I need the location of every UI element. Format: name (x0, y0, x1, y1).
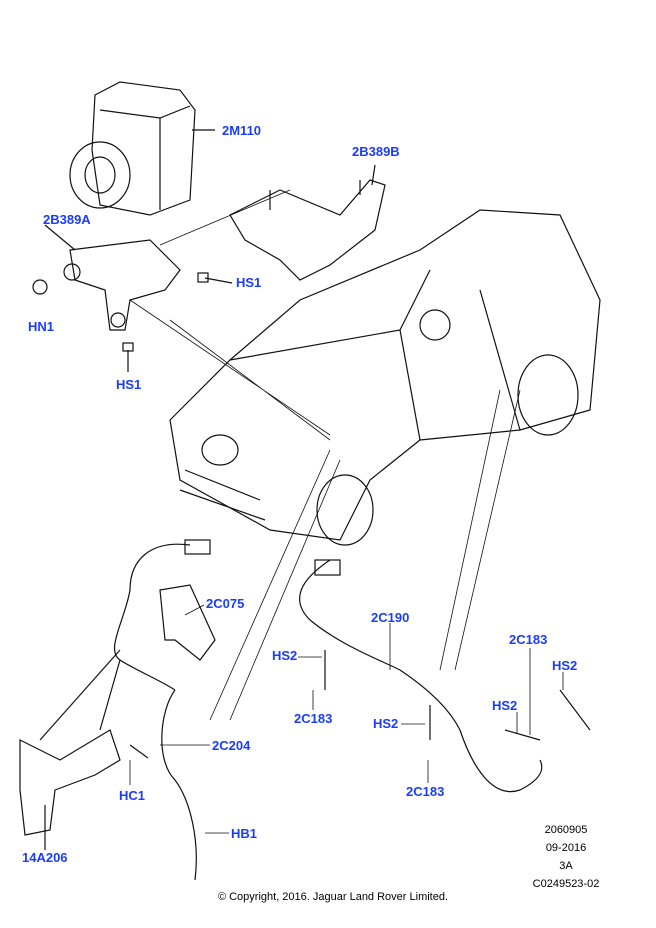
callout-hn1: HN1 (28, 319, 55, 334)
callout-2m110: 2M110 (222, 123, 262, 138)
bracket-2b389a-drawing (32, 224, 233, 372)
callout-hs2-middle: HS2 (373, 716, 399, 731)
callout-2c075: 2C075 (206, 596, 245, 611)
sensor-cables-drawing (114, 539, 591, 881)
bracket-14a206-drawing (19, 649, 149, 850)
callout-hs1-bottom: HS1 (116, 377, 142, 392)
callout-hs2-right: HS2 (552, 658, 578, 673)
callout-2c204: 2C204 (212, 738, 251, 753)
callout-hs2-rear: HS2 (492, 698, 518, 713)
callout-2b389b: 2B389B (352, 144, 400, 159)
illustration-revision: 3A (559, 860, 573, 872)
callout-hc1: HC1 (119, 788, 146, 803)
callout-hb1: HB1 (231, 826, 258, 841)
callout-2c183-right: 2C183 (509, 632, 548, 647)
callout-2c183-bottom: 2C183 (406, 784, 445, 799)
callout-2c183-left: 2C183 (294, 711, 333, 726)
copyright-notice: © Copyright, 2016. Jaguar Land Rover Lim… (217, 891, 449, 903)
illustration-number: 2060905 (544, 824, 588, 836)
callout-2c190: 2C190 (371, 610, 410, 625)
callout-2b389a: 2B389A (43, 212, 91, 227)
callout-14a206: 14A206 (22, 850, 68, 865)
leader-lines (129, 389, 564, 834)
vehicle-drawing (169, 209, 601, 546)
bracket-2b389b-drawing (229, 164, 386, 281)
illustration-date: 09-2016 (545, 842, 587, 854)
callout-hs1-bracket: HS1 (236, 275, 262, 290)
callout-hs2-left: HS2 (272, 648, 298, 663)
illustration-code: C0249523-02 (532, 878, 600, 890)
abs-module-drawing (69, 81, 215, 216)
